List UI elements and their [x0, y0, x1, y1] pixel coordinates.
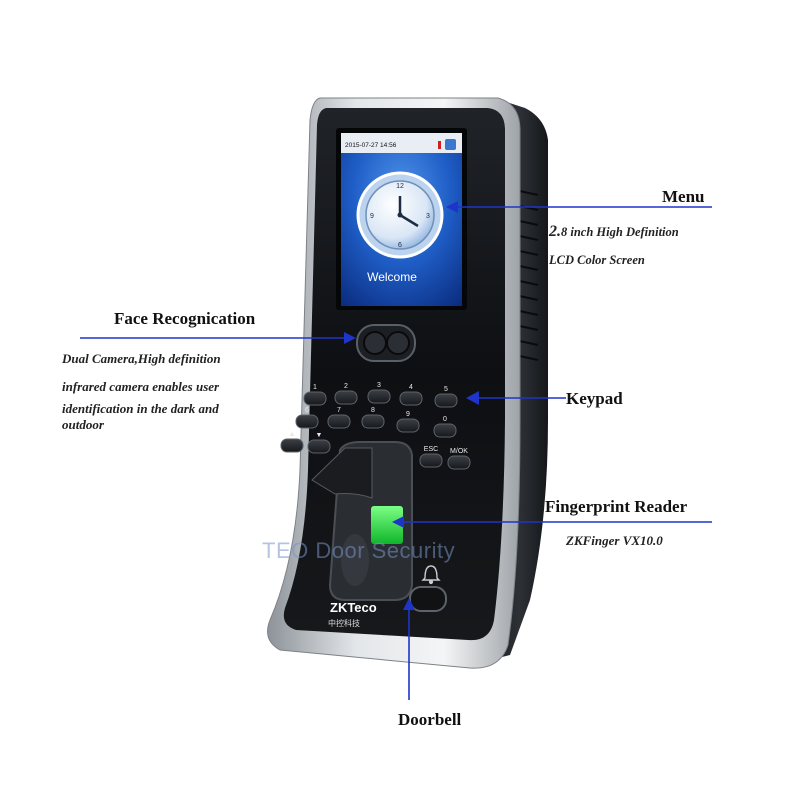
doorbell-label: Doorbell [398, 710, 462, 729]
key-down-label: ▼ [316, 432, 323, 439]
key-0[interactable]: 0 [433, 416, 457, 438]
brand-logo: ZKTeco [330, 600, 377, 615]
key-0-label: 0 [443, 416, 447, 423]
key-ok[interactable]: M/OK [447, 448, 471, 470]
key-7-label: 7 [337, 407, 341, 414]
key-ok-label: M/OK [450, 448, 468, 455]
key-8-label: 8 [371, 407, 375, 414]
finger-guide [341, 534, 369, 586]
brand-chinese: 中控科技 [328, 618, 360, 628]
callout-lines [80, 201, 712, 700]
key-6-label: 6 [305, 407, 309, 414]
face-recognition-description: Dual Camera,High definition infrared cam… [62, 345, 282, 433]
key-2-label: 2 [344, 383, 348, 390]
key-1[interactable]: 1 [303, 384, 327, 406]
fingerprint-model: ZKFinger VX10.0 [566, 533, 663, 548]
svg-text:12: 12 [396, 183, 404, 190]
face-recognition-label: Face Recognication [114, 309, 256, 328]
key-down[interactable]: ▼ [307, 432, 331, 454]
menu-callout-arrow [446, 201, 458, 213]
svg-text:9: 9 [370, 213, 374, 220]
fingerprint-hood [311, 447, 373, 499]
fingerprint-callout-arrow [392, 516, 404, 528]
key-5[interactable]: 5 [434, 386, 458, 408]
clock-ticks: 12 3 6 9 [370, 183, 430, 249]
key-up-label: ▲ [289, 431, 296, 438]
key-4[interactable]: 4 [399, 384, 423, 406]
key-up[interactable]: ▲ [280, 431, 304, 453]
key-3[interactable]: 3 [367, 382, 391, 404]
lcd-status-bar [341, 133, 462, 153]
key-9-label: 9 [406, 411, 410, 418]
key-4-label: 4 [409, 384, 413, 391]
face-callout-arrow [344, 332, 356, 344]
menu-description: 2.8 inch High Definition LCD Color Scree… [549, 218, 679, 274]
clock-center [397, 212, 403, 218]
key-3-label: 3 [377, 382, 381, 389]
key-9[interactable]: 9 [396, 411, 420, 433]
doorbell-callout-arrow [403, 598, 415, 610]
face-desc-line: Dual Camera,High definition [62, 351, 221, 366]
doorbell-icon [421, 565, 441, 585]
key-7[interactable]: 7 [327, 407, 351, 429]
key-esc-label: ESC [424, 446, 438, 453]
camera-lens-left [363, 331, 387, 355]
fingerprint-sensor [371, 506, 403, 544]
status-network-icon [445, 139, 456, 150]
key-8[interactable]: 8 [361, 407, 385, 429]
screen-datetime: 2015-07-27 14:56 [345, 142, 397, 149]
key-2[interactable]: 2 [334, 383, 358, 405]
menu-label: Menu [662, 187, 705, 206]
svg-text:6: 6 [398, 242, 402, 249]
key-esc[interactable]: ESC [419, 446, 443, 468]
clock-minute-hand [399, 213, 419, 228]
doorbell-button[interactable] [409, 586, 447, 612]
menu-desc-line2: LCD Color Screen [549, 253, 645, 267]
screen-welcome: Welcome [367, 270, 417, 284]
status-alert-icon [438, 141, 441, 149]
svg-text:3: 3 [426, 213, 430, 220]
key-1-label: 1 [313, 384, 317, 391]
fingerprint-label: Fingerprint Reader [545, 497, 688, 516]
face-desc-line: infrared camera enables user [62, 379, 220, 394]
menu-desc-line1: 2.8 inch High Definition [549, 223, 679, 240]
face-desc-line: identification in the dark and [62, 401, 219, 416]
keypad-label: Keypad [566, 389, 623, 408]
key-5-label: 5 [444, 386, 448, 393]
face-desc-line: outdoor [62, 417, 104, 432]
camera-lens-right [386, 331, 410, 355]
watermark: TEO Door Security [262, 538, 456, 563]
keypad-callout-arrow [466, 391, 479, 405]
keypad: 1 2 3 4 5 6 7 8 9 0 ▲ ▼ ESC M/OK [280, 382, 471, 470]
key-6[interactable]: 6 [295, 407, 319, 429]
